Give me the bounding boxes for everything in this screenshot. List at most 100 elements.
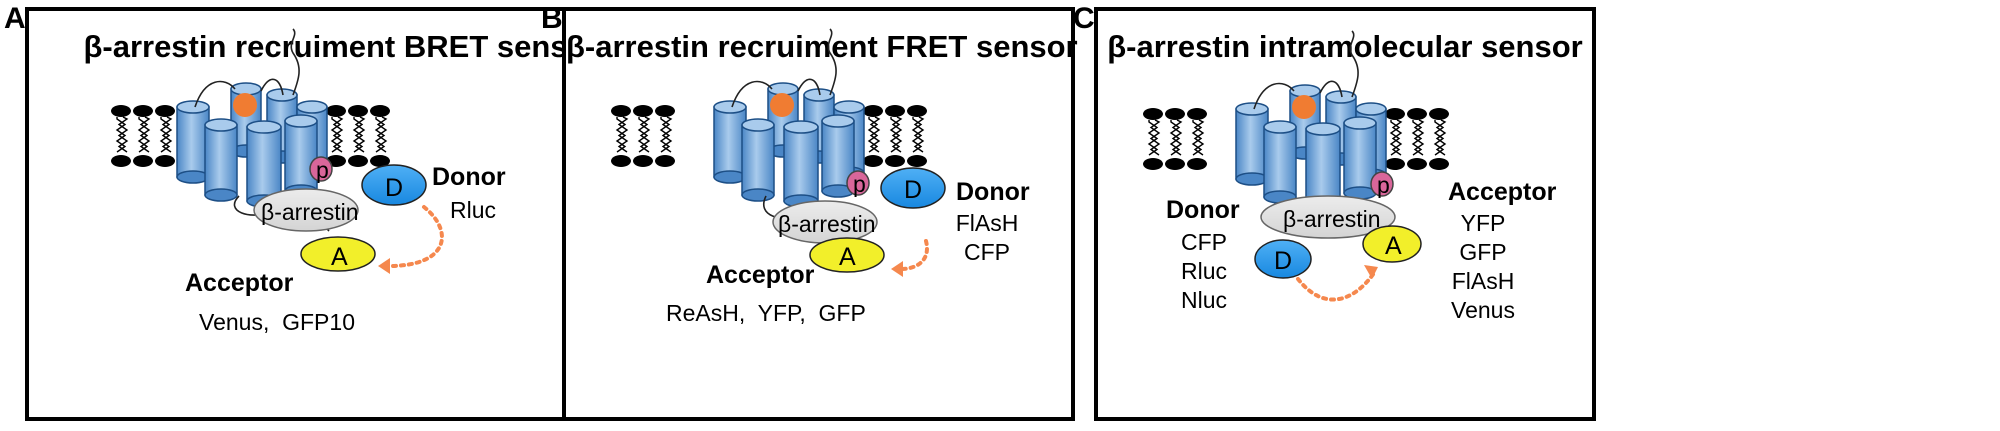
arrow-head (378, 258, 390, 274)
panel-c-phospho-label: p (1377, 172, 1390, 198)
helix-top (713, 100, 747, 114)
panel-b-acceptor-letter: A (839, 243, 856, 271)
lipid-head-top (1429, 108, 1449, 120)
lipid-head-top (1385, 108, 1405, 120)
lipid-tail (913, 116, 925, 153)
helix-body (1305, 128, 1341, 204)
panel-b-arrestin-label: β-arrestin (778, 211, 876, 237)
phospho-circle (846, 170, 870, 196)
transfer-arrow (387, 205, 444, 268)
receptor-loop (260, 78, 284, 96)
panel-a-letter: A (4, 2, 26, 35)
lipid-head-top (907, 105, 927, 117)
lipid-tail (1391, 119, 1403, 156)
arrestin-shape (253, 188, 359, 232)
lipid-tail (330, 117, 342, 153)
panel-c-donor-item: Nluc (1180, 287, 1227, 313)
lipid-tail (159, 117, 171, 153)
lipid-head-bottom (1407, 158, 1427, 170)
lipid-head-top (326, 105, 346, 117)
ligand-dot (233, 93, 257, 117)
helix-bottom (1235, 172, 1269, 186)
panel-a: β-arrestin recruiment BRET sensor β-arre… (25, 7, 657, 421)
lipid-head-top (1407, 108, 1427, 120)
panel-b: β-arrestin recruiment FRET sensor β-arre… (562, 7, 1078, 421)
acceptor-ellipse (300, 236, 376, 272)
transfer-arrow (899, 239, 929, 271)
panel-c-acceptor-item: YFP (1460, 210, 1506, 236)
donor-ellipse (1254, 239, 1312, 279)
lipid-tail (661, 116, 673, 153)
panel-a-donor-label: Donor (432, 163, 506, 191)
panel-b-acceptor-list: ReAsH, YFP, GFP (666, 300, 866, 326)
helix-body (713, 106, 747, 178)
lipid-tail (376, 116, 388, 153)
panel-c-acceptor-item: FlAsH (1451, 268, 1515, 294)
lipid-head-bottom (611, 155, 631, 167)
helix-bottom (713, 170, 747, 184)
lipid-head-bottom (370, 155, 390, 167)
lipid-head-top (885, 105, 905, 117)
panel-c: β-arrestin intramolecular sensor β-arres… (1094, 7, 1596, 421)
lipid-head-top (111, 105, 131, 117)
panel-b-donor-label: Donor (956, 178, 1030, 206)
panel-b-letter: B (541, 2, 563, 35)
helix-top (1305, 122, 1341, 136)
panel-b-donor-list: FlAsH CFP (952, 209, 1022, 267)
lipid-tail (867, 117, 879, 153)
helix-top (246, 120, 282, 134)
lipid-head-top (655, 105, 675, 117)
lipid-head-bottom (155, 155, 175, 167)
helix-body (246, 126, 282, 202)
lipid-tail (115, 117, 127, 153)
lipid-tail (1149, 119, 1161, 156)
panel-a-acceptor-label: Acceptor (185, 269, 294, 297)
lipid-tail (161, 116, 173, 153)
lipid-head-bottom (111, 155, 131, 167)
panel-c-letter: C (1073, 2, 1095, 35)
helix-top (1263, 120, 1297, 134)
lipid-tail (352, 117, 364, 153)
helix-top (741, 118, 775, 132)
helix-top (1355, 102, 1387, 116)
helix-body (204, 124, 238, 196)
lipid-tail (637, 117, 649, 153)
panel-b-acceptor-label: Acceptor (706, 261, 815, 289)
lipid-head-bottom (133, 155, 153, 167)
arrow-head (891, 261, 903, 277)
lipid-tail (374, 117, 386, 153)
arrestin-shape (1260, 195, 1396, 239)
panel-c-acceptor-item: GFP (1459, 239, 1507, 265)
lipid-head-top (370, 105, 390, 117)
helix-body (284, 120, 318, 192)
lipid-head-top (155, 105, 175, 117)
lipid-head-top (1187, 108, 1207, 120)
lipid-tail (1169, 120, 1181, 156)
panel-b-title: β-arrestin recruiment FRET sensor (566, 29, 1078, 64)
receptor-loop (194, 80, 236, 108)
lipid-head-bottom (348, 155, 368, 167)
helix-top (284, 114, 318, 128)
receptor-loop (731, 80, 773, 108)
panel-c-donor-item: Rluc (1180, 258, 1227, 284)
lipid-tail (1171, 119, 1183, 156)
lipid-tail (139, 116, 151, 153)
lipid-tail (1389, 120, 1401, 156)
lipid-head-bottom (633, 155, 653, 167)
helix-bottom (741, 188, 775, 202)
panel-c-acceptor-label: Acceptor (1448, 178, 1557, 206)
helix-body (1235, 108, 1269, 180)
panel-c-donor-letter: D (1274, 247, 1293, 275)
lipid-tail (639, 116, 651, 153)
lipid-tail (869, 116, 881, 153)
lipid-head-bottom (907, 155, 927, 167)
lipid-head-bottom (1165, 158, 1185, 170)
lipid-head-bottom (1429, 158, 1449, 170)
ligand-dot (770, 93, 794, 117)
panel-c-arrestin-label: β-arrestin (1283, 206, 1381, 232)
helix-top (783, 120, 819, 134)
lipid-head-bottom (863, 155, 883, 167)
lipid-head-top (633, 105, 653, 117)
helix-body (741, 124, 775, 196)
lipid-head-top (863, 105, 883, 117)
